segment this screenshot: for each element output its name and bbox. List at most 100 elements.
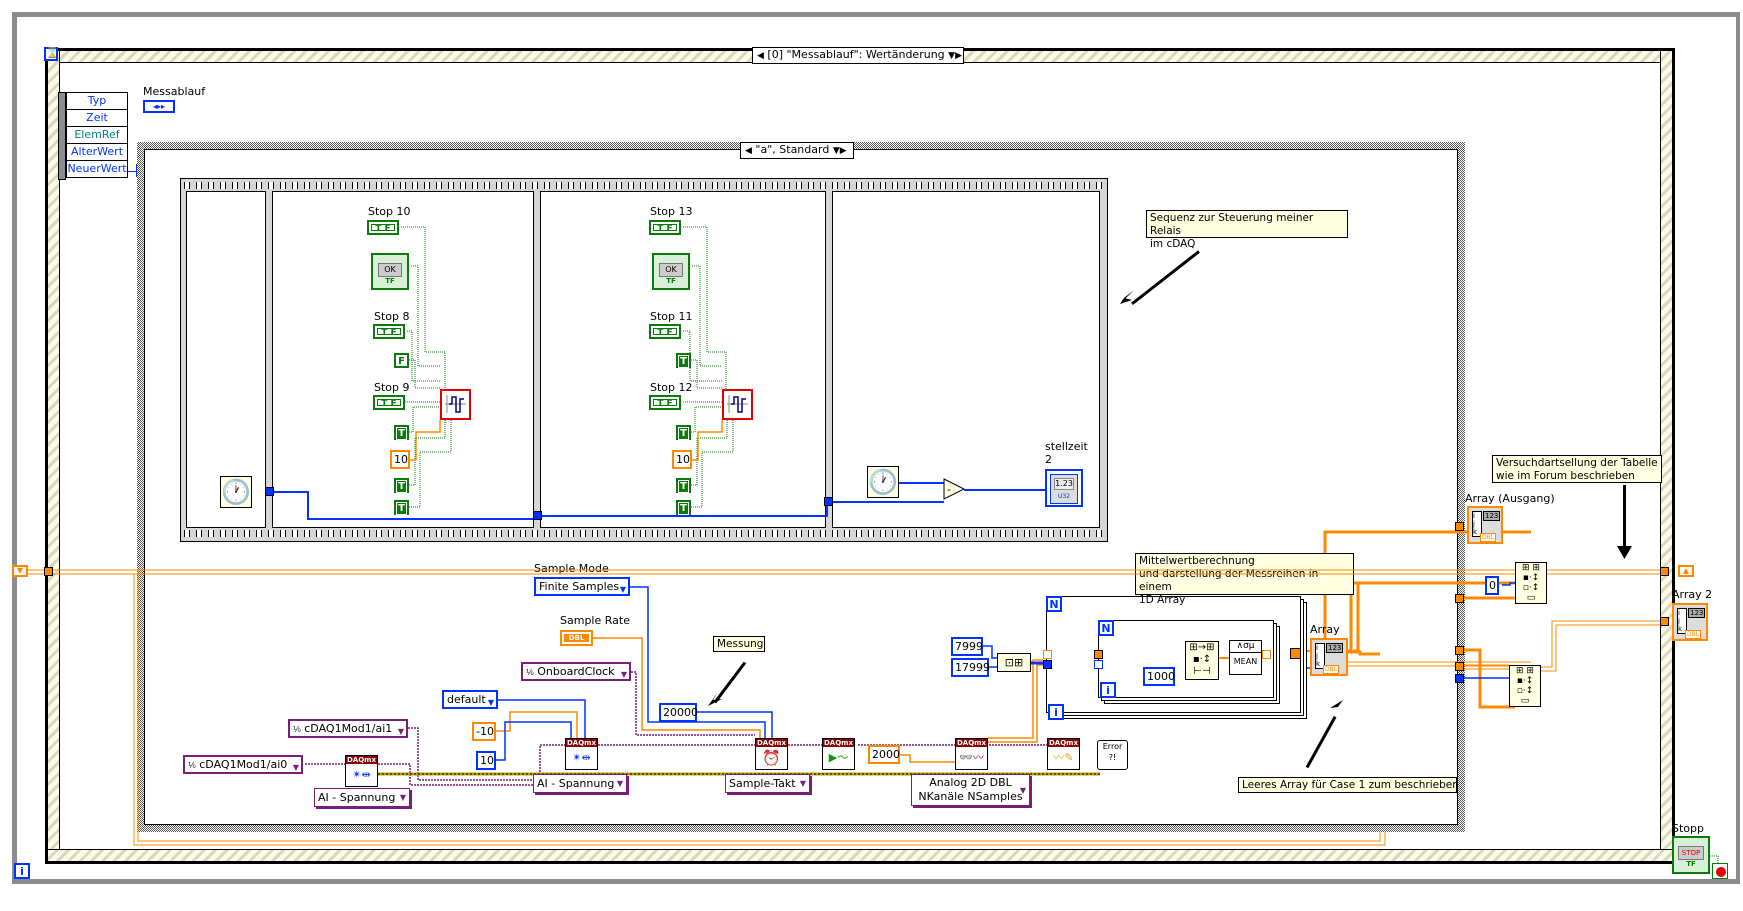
- true-constant[interactable]: T: [394, 478, 409, 493]
- dropdown-arrow-icon[interactable]: ▼: [487, 698, 494, 707]
- daqmx-clear-task[interactable]: DAQmx 〰✎: [1047, 738, 1080, 770]
- max-value-constant[interactable]: 10: [476, 751, 496, 770]
- dropdown-arrow-icon[interactable]: ▼: [397, 727, 404, 736]
- index-constant-17999[interactable]: 17999: [951, 658, 990, 677]
- event-data-item[interactable]: Typ: [66, 92, 128, 110]
- sequence-tunnel: [265, 487, 274, 496]
- event-data-item[interactable]: NeuerWert: [66, 161, 128, 178]
- relay-write-subvi-icon[interactable]: [722, 389, 753, 420]
- stop-12-label: Stop 12: [650, 381, 693, 394]
- stop-12-control[interactable]: T F: [649, 395, 681, 410]
- case-selector[interactable]: ◀ "a", Standard ▼▶: [740, 142, 854, 159]
- create-channel-1-mode-selector[interactable]: AI - Spannung▼: [314, 788, 410, 807]
- timing-mode-selector[interactable]: Sample-Takt▼: [725, 774, 810, 793]
- dropdown-arrow-icon[interactable]: ▼: [292, 763, 299, 772]
- dropdown-arrow-icon[interactable]: ▼: [799, 779, 806, 788]
- stop-10-control[interactable]: T F: [367, 220, 399, 235]
- messablauf-control[interactable]: ◂▸▸: [143, 100, 175, 113]
- event-data-item[interactable]: Zeit: [66, 110, 128, 127]
- stats-icon: ∧σμ: [1230, 641, 1261, 653]
- create-channel-2-mode-selector[interactable]: AI - Spannung▼: [533, 774, 627, 793]
- event-data-item[interactable]: AlterWert: [66, 144, 128, 161]
- stop-11-control[interactable]: T F: [649, 324, 681, 339]
- stop-9-control[interactable]: T F: [373, 395, 405, 410]
- sequence-tunnel: [533, 511, 542, 520]
- read-timeout-constant[interactable]: 2000: [868, 745, 900, 764]
- shift-register-left[interactable]: ▼: [12, 565, 28, 577]
- subtract-function-icon[interactable]: -: [943, 478, 966, 500]
- while-loop-border-left: [48, 51, 60, 861]
- sample-rate-control[interactable]: DBL: [560, 630, 593, 646]
- daqmx-create-channel-2[interactable]: DAQmx ✴⇹: [565, 738, 598, 770]
- dropdown-arrow-icon[interactable]: ▼: [619, 585, 626, 594]
- true-constant[interactable]: T: [394, 500, 409, 515]
- dropdown-arrow-icon[interactable]: ▼: [616, 779, 623, 788]
- sample-mode-enum[interactable]: Finite Samples▼: [534, 577, 630, 596]
- event-case-selector[interactable]: ◀ [0] "Messablauf": Wertänderung ▼▶: [752, 47, 964, 64]
- numeric-constant-10[interactable]: 10: [672, 450, 692, 469]
- tick-count-clock-icon[interactable]: 🕐: [867, 466, 899, 498]
- subset-length-constant[interactable]: 1000: [1143, 667, 1175, 686]
- mean-function[interactable]: ∧σμ MEAN: [1229, 640, 1262, 675]
- replace-array-subset-icon[interactable]: ⊞ ⊞▪·↕▫·↕▭: [1515, 562, 1547, 604]
- loop-condition-stop-icon[interactable]: [1712, 863, 1728, 879]
- terminal-config-enum[interactable]: default▼: [442, 690, 498, 709]
- dropdown-arrow-icon[interactable]: ▼: [1019, 786, 1026, 795]
- numeric-constant-10[interactable]: 10: [390, 450, 410, 469]
- sample-mode-label: Sample Mode: [534, 562, 609, 575]
- stop-11-label: Stop 11: [650, 310, 693, 323]
- ok-button-control[interactable]: OK TF: [652, 253, 690, 290]
- case-tunnel: [1455, 662, 1464, 671]
- shift-register-right[interactable]: ▲: [1678, 565, 1694, 577]
- min-value-constant[interactable]: -10: [472, 722, 496, 741]
- clock-timing-icon: ⏰: [762, 749, 781, 767]
- error-handler-icon[interactable]: Error ?!: [1097, 740, 1128, 770]
- array-subset-icon[interactable]: ⊞→⊞▪·↕⊢⊣: [1185, 641, 1219, 680]
- build-array-icon[interactable]: ⊡⊞: [997, 653, 1031, 672]
- index-constant-7999[interactable]: 7999: [951, 637, 983, 656]
- wait-ms-clock-icon[interactable]: 🕐: [220, 476, 252, 508]
- replace-array-subset-icon[interactable]: ⊞ ⊞▪·↕▫·↕▭: [1509, 665, 1541, 707]
- dropdown-arrow-icon[interactable]: ▼▶: [948, 51, 962, 61]
- daqmx-create-channel-1[interactable]: DAQmx ✴⇹: [345, 755, 378, 787]
- true-constant[interactable]: T: [676, 478, 691, 493]
- samples-per-channel-constant[interactable]: 20000: [659, 703, 698, 722]
- true-constant[interactable]: T: [676, 425, 691, 440]
- relay-write-subvi-icon[interactable]: [440, 389, 471, 420]
- dropdown-arrow-icon[interactable]: ▼▶: [832, 146, 847, 156]
- dropdown-arrow-icon[interactable]: ▼: [399, 793, 406, 802]
- false-constant[interactable]: F: [394, 353, 409, 368]
- decrement-arrow-icon[interactable]: ◀: [745, 146, 752, 156]
- auto-index-tunnel: [1043, 650, 1052, 659]
- stopp-button-control[interactable]: STOP TF: [1672, 836, 1710, 874]
- channel-ai1-constant[interactable]: ⅟₀ cDAQ1Mod1/ai1▼: [288, 719, 408, 738]
- daqmx-start-task[interactable]: DAQmx ▶〜: [822, 738, 855, 770]
- read-mode-selector[interactable]: Analog 2D DBL NKanäle NSamples ▼: [911, 774, 1030, 806]
- while-loop-tunnel: [44, 567, 53, 576]
- true-constant[interactable]: T: [394, 425, 409, 440]
- decrement-arrow-icon[interactable]: ◀: [757, 51, 764, 61]
- stop-9-label: Stop 9: [374, 381, 410, 394]
- daqmx-timing[interactable]: DAQmx ⏰: [755, 738, 788, 770]
- event-data-item[interactable]: ElemRef: [66, 127, 128, 144]
- auto-index-tunnel: [1043, 660, 1052, 669]
- ok-button-control[interactable]: OK TF: [371, 253, 409, 290]
- wire: [1219, 657, 1231, 659]
- event-data-items: Typ Zeit ElemRef AlterWert NeuerWert: [66, 92, 128, 178]
- true-constant[interactable]: T: [676, 500, 691, 515]
- stop-8-control[interactable]: T F: [373, 324, 405, 339]
- daqmx-read[interactable]: DAQmx 👓〰: [955, 738, 988, 770]
- clock-source-constant[interactable]: ⅟₀ OnboardClock▼: [521, 662, 631, 681]
- case-label: "a", Standard: [755, 143, 830, 156]
- arrow-icon: [1623, 485, 1626, 551]
- dropdown-arrow-icon[interactable]: ▼: [620, 670, 627, 679]
- index-zero-constant[interactable]: 0: [1485, 576, 1499, 595]
- create-channel-icon: ✴⇹: [572, 751, 591, 764]
- stop-13-control[interactable]: T F: [649, 220, 681, 235]
- while-loop-border-bottom: [48, 849, 1672, 861]
- channel-ai0-constant[interactable]: ⅟₀ cDAQ1Mod1/ai0▼: [183, 755, 303, 774]
